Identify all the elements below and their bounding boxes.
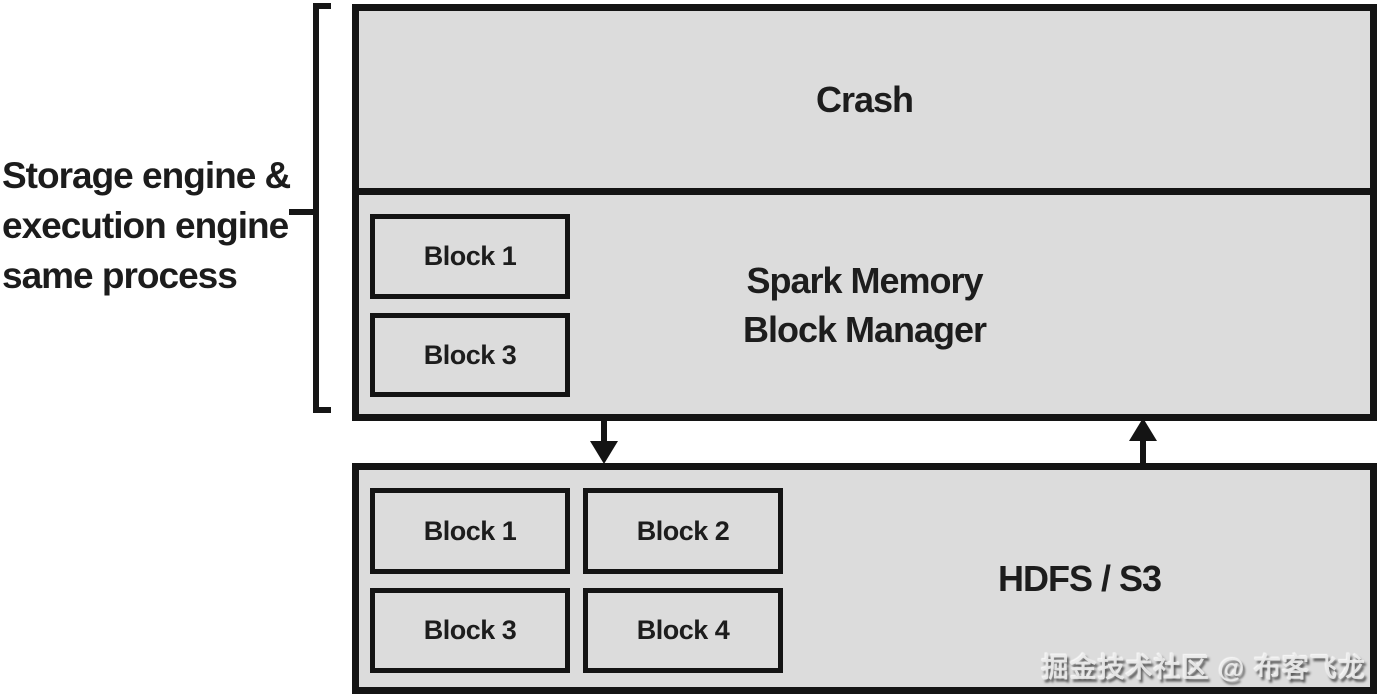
- transfer-arrows: [590, 418, 1157, 464]
- side-label-line-2: execution engine: [2, 205, 289, 246]
- spark-memory-title-line-2: Block Manager: [742, 308, 987, 350]
- memory-block-1-label: Block 1: [423, 241, 517, 271]
- spark-memory-section: Spark Memory Block Manager Block 1 Block…: [359, 195, 1370, 414]
- fs-block-3: Block 3: [370, 588, 570, 673]
- side-label-line-1: Storage engine &: [2, 155, 291, 196]
- brace-bracket: [313, 3, 331, 413]
- fs-block-4: Block 4: [583, 588, 783, 673]
- spark-memory-title-line-1: Spark Memory: [746, 259, 983, 301]
- brace-bracket-tick: [289, 209, 314, 215]
- fs-block-3-label: Block 3: [423, 615, 517, 645]
- spark-memory-title: Spark Memory Block Manager: [359, 195, 1370, 414]
- crash-label: Crash: [815, 78, 914, 120]
- memory-block-3-label: Block 3: [423, 339, 517, 370]
- fs-block-1-label: Block 1: [423, 515, 517, 546]
- fs-block-1: Block 1: [370, 488, 570, 574]
- arrow-up-icon: [1129, 418, 1157, 464]
- memory-block-1: Block 1: [370, 214, 570, 299]
- fs-block-2-label: Block 2: [636, 515, 730, 546]
- hdfs-s3-box: HDFS / S3 Block 1 Block 2 Block 3 Block …: [352, 463, 1377, 694]
- executor-process-box: Crash Spark Memory Block Manager Block 1…: [352, 4, 1377, 421]
- side-label-line-3: same process: [2, 255, 238, 296]
- fs-block-4-label: Block 4: [636, 615, 730, 645]
- hdfs-s3-title: HDFS / S3: [997, 557, 1162, 599]
- crash-section: Crash: [359, 11, 1370, 195]
- side-label: Storage engine & execution engine same p…: [2, 151, 302, 301]
- watermark: 掘金技术社区 @ 布客飞龙: [1041, 653, 1366, 683]
- memory-block-3: Block 3: [370, 313, 570, 397]
- arrow-down-icon: [590, 418, 618, 464]
- fs-block-2: Block 2: [583, 488, 783, 574]
